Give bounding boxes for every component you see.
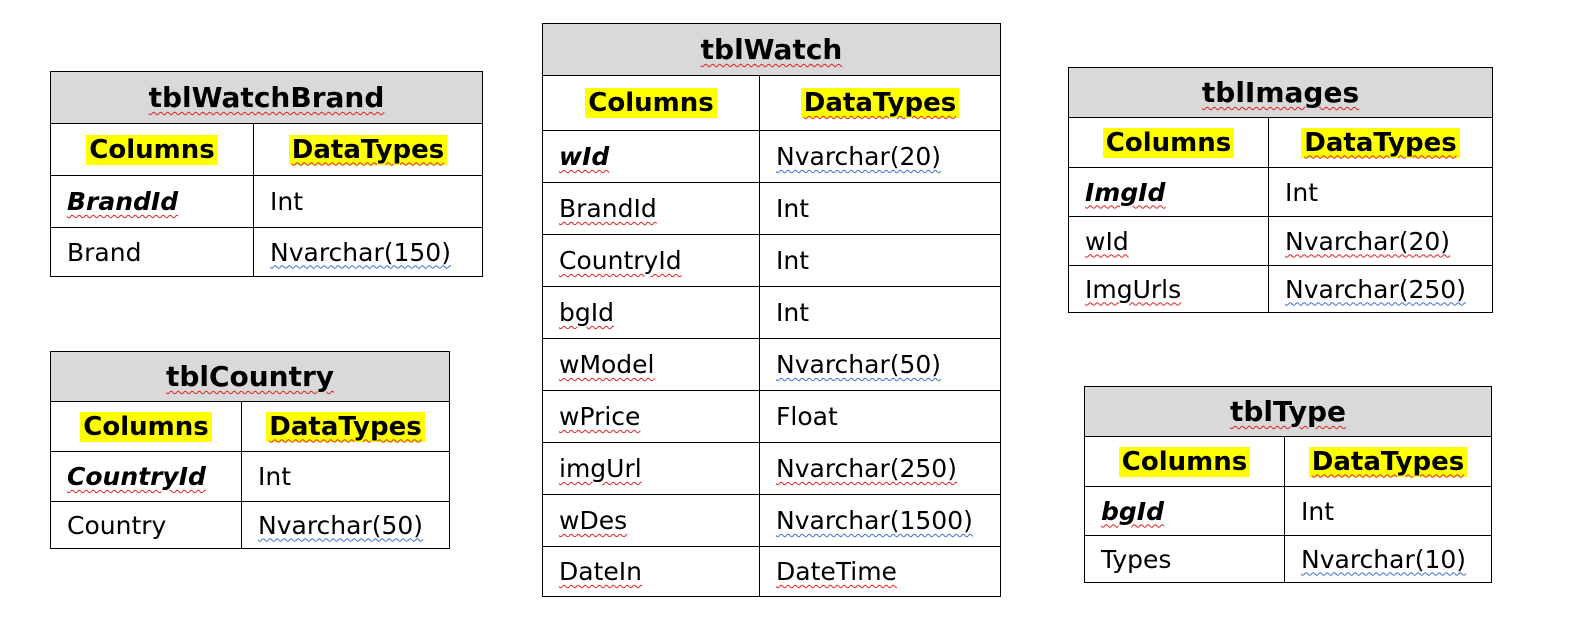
table-tblcountry: tblCountry Columns DataTypes CountryId I… <box>50 351 450 549</box>
datatype-cell: Int <box>1268 167 1493 217</box>
primary-key: wId <box>559 142 610 171</box>
datatypes-header: DataTypes <box>241 401 450 452</box>
datatypes-header: DataTypes <box>1284 436 1492 487</box>
column-name-cell: Types <box>1084 535 1285 583</box>
column-name-cell: wId <box>542 130 760 183</box>
column-name-cell: ImgId <box>1068 167 1269 217</box>
table-tblwatch: tblWatch Columns DataTypes wId Nvarchar(… <box>541 23 1002 597</box>
datatype-cell: Nvarchar(20) <box>1268 216 1493 266</box>
columns-header: Columns <box>542 75 760 131</box>
datatypes-header: DataTypes <box>758 75 1002 131</box>
table-title: tblCountry <box>50 351 450 402</box>
column-name-cell: bgId <box>542 286 760 339</box>
table-title: tblImages <box>1068 67 1493 118</box>
primary-key: ImgId <box>1085 177 1166 207</box>
datatype-cell: Nvarchar(50) <box>241 501 450 549</box>
column-name-cell: imgUrl <box>542 442 760 495</box>
table-tblwatchbrand: tblWatchBrand Columns DataTypes BrandId … <box>50 71 483 277</box>
column-name-cell: ImgUrls <box>1068 265 1269 313</box>
datatype-cell: Int <box>241 451 450 502</box>
datatype-cell: Int <box>758 234 1002 287</box>
datatype-cell: Nvarchar(20) <box>758 130 1002 183</box>
column-name-cell: BrandId <box>50 175 254 228</box>
datatype-cell: Float <box>758 390 1002 443</box>
table-title: tblType <box>1084 386 1492 437</box>
primary-key: bgId <box>1101 496 1164 526</box>
column-name-cell: Brand <box>50 227 254 277</box>
datatype-cell: Nvarchar(1500) <box>758 494 1002 547</box>
primary-key: BrandId <box>67 187 179 216</box>
primary-key: CountryId <box>67 462 206 491</box>
column-name-cell: bgId <box>1084 486 1285 536</box>
columns-header: Columns <box>50 123 254 176</box>
datatype-cell: Nvarchar(10) <box>1284 535 1492 583</box>
datatype-cell: Int <box>758 182 1002 235</box>
column-name-cell: wModel <box>542 338 760 391</box>
table-title: tblWatch <box>541 23 1002 76</box>
datatype-cell: Nvarchar(50) <box>758 338 1002 391</box>
column-name-cell: DateIn <box>542 546 760 597</box>
table-tbltype: tblType Columns DataTypes bgId Int Types… <box>1084 386 1492 583</box>
datatype-cell: Nvarchar(250) <box>758 442 1002 495</box>
datatypes-header: DataTypes <box>1268 117 1493 168</box>
column-name-cell: CountryId <box>50 451 242 502</box>
table-title: tblWatchBrand <box>50 71 483 124</box>
columns-header: Columns <box>50 401 242 452</box>
datatype-cell: Int <box>1284 486 1492 536</box>
datatype-cell: DateTime <box>758 546 1002 597</box>
column-name-cell: BrandId <box>542 182 760 235</box>
datatype-cell: Int <box>253 175 483 228</box>
column-name-cell: Country <box>50 501 242 549</box>
datatype-cell: Nvarchar(150) <box>253 227 483 277</box>
column-name-cell: wPrice <box>542 390 760 443</box>
datatype-cell: Int <box>758 286 1002 339</box>
column-name-cell: CountryId <box>542 234 760 287</box>
column-name-cell: wDes <box>542 494 760 547</box>
column-name-cell: wId <box>1068 216 1269 266</box>
columns-header: Columns <box>1068 117 1269 168</box>
columns-header: Columns <box>1084 436 1285 487</box>
table-tblimages: tblImages Columns DataTypes ImgId Int wI… <box>1068 67 1493 313</box>
datatype-cell: Nvarchar(250) <box>1268 265 1493 313</box>
datatypes-header: DataTypes <box>253 123 483 176</box>
